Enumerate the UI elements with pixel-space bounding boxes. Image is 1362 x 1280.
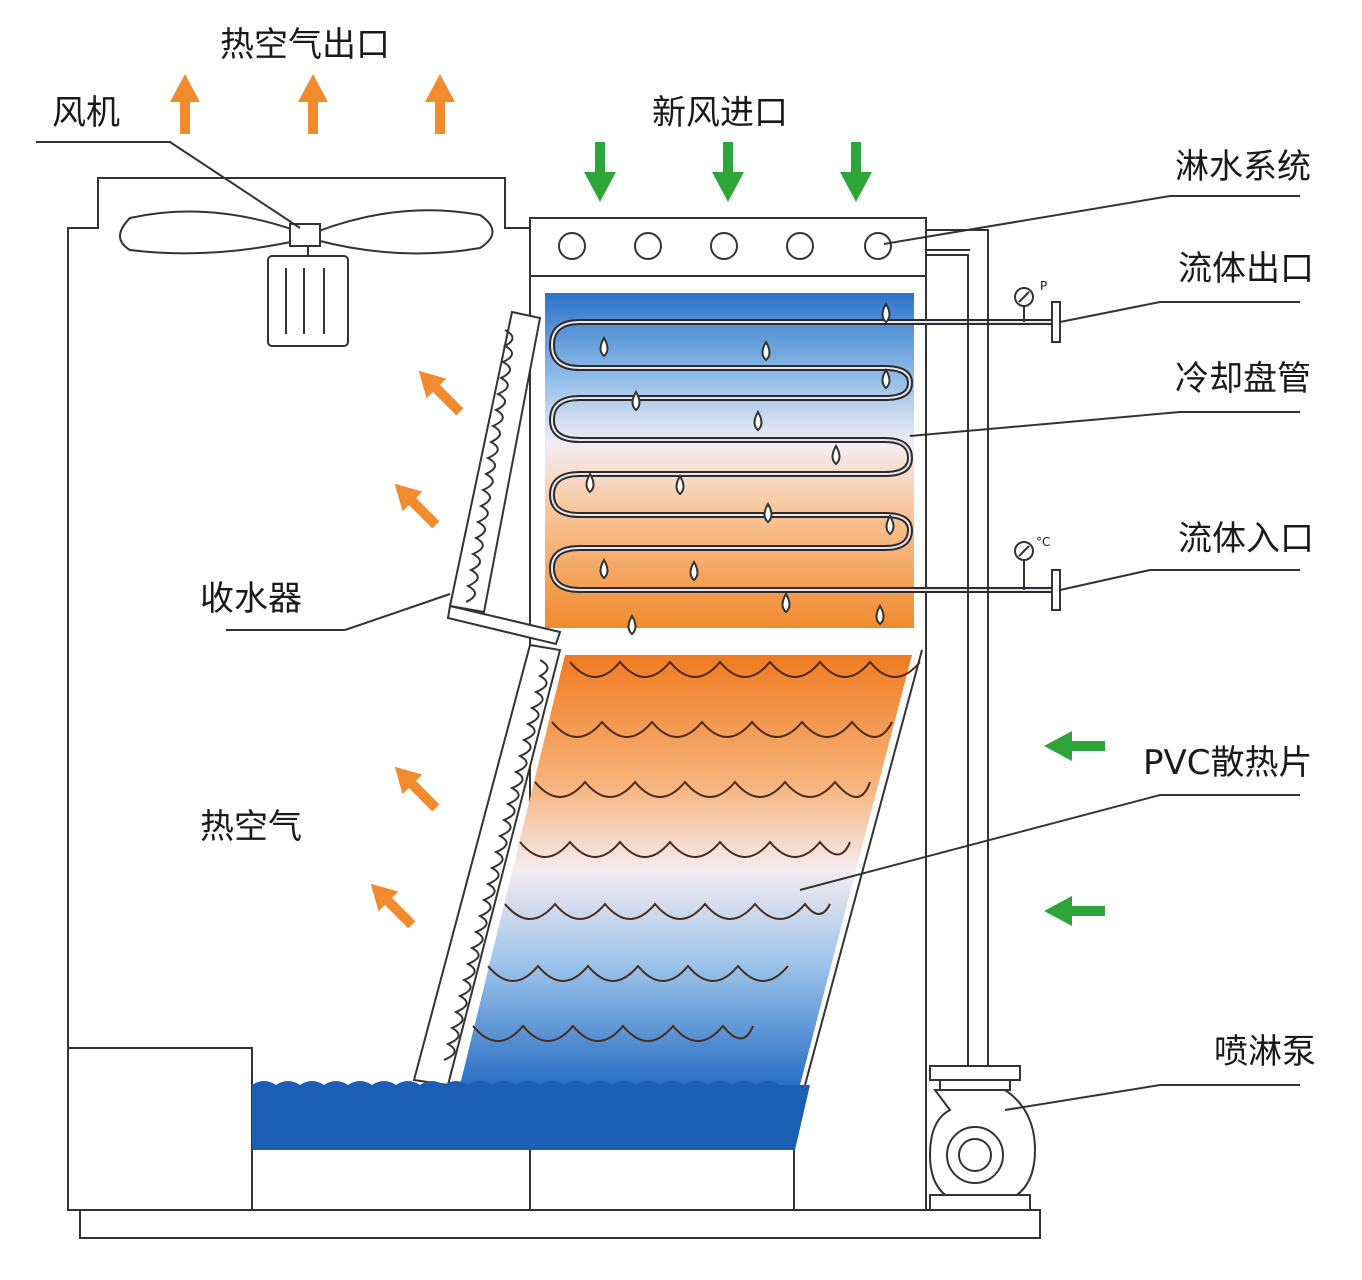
inlet-valve (1051, 569, 1061, 611)
coil-section (545, 293, 914, 628)
temp-gauge-label: °C (1036, 535, 1051, 549)
hot-air-outlet-arrow-1 (170, 74, 200, 134)
hot-air-arrow-d (370, 883, 416, 929)
pressure-gauge-label: P (1040, 279, 1048, 293)
hot-air-arrow-a (418, 370, 464, 416)
water-droplets (585, 302, 895, 636)
pressure-gauge-icon (1014, 287, 1034, 322)
fresh-air-side-arrow-2 (1044, 896, 1105, 926)
hot-air-outlet-label: 热空气出口 (220, 25, 390, 65)
hot-air-outlet-arrow-2 (298, 74, 328, 134)
water-basin (252, 1081, 810, 1150)
fresh-air-down-arrow-3 (840, 142, 872, 202)
fan-icon (119, 209, 494, 347)
fresh-air-inlet-label: 新风进口 (652, 93, 788, 133)
hot-air-arrow-b (394, 483, 440, 529)
spray-system-label: 淋水系统 (1175, 147, 1311, 187)
fresh-air-down-arrow-1 (584, 142, 616, 202)
water-collector-label: 收水器 (200, 579, 302, 619)
spray-pipe (926, 229, 1021, 1091)
pump-icon (928, 1089, 1037, 1211)
leader-lines (36, 141, 1300, 1111)
outlet-valve (1051, 301, 1061, 343)
fill-frame-line (804, 649, 923, 1086)
hot-air-arrow-c (394, 766, 440, 812)
spray-nozzles (558, 232, 892, 260)
fresh-air-down-arrow-2 (712, 142, 744, 202)
pvc-fill-label: PVC散热片 (1143, 743, 1313, 783)
spray-pump-label: 喷淋泵 (1214, 1032, 1316, 1072)
fluid-inlet-label: 流体入口 (1178, 519, 1314, 559)
hot-air-arrows (170, 74, 464, 929)
water-collector (446, 310, 562, 646)
fluid-outlet-label: 流体出口 (1178, 249, 1314, 289)
hot-air-outlet-arrow-3 (425, 74, 455, 134)
fresh-air-arrows (584, 142, 1105, 926)
fresh-air-side-arrow-1 (1044, 731, 1105, 761)
temp-gauge-icon (1014, 541, 1034, 590)
pvc-fill-waves (472, 660, 921, 1042)
fan-label: 风机 (52, 93, 120, 133)
hot-air-label: 热空气 (200, 807, 302, 847)
cooling-coil-label: 冷却盘管 (1175, 359, 1311, 399)
